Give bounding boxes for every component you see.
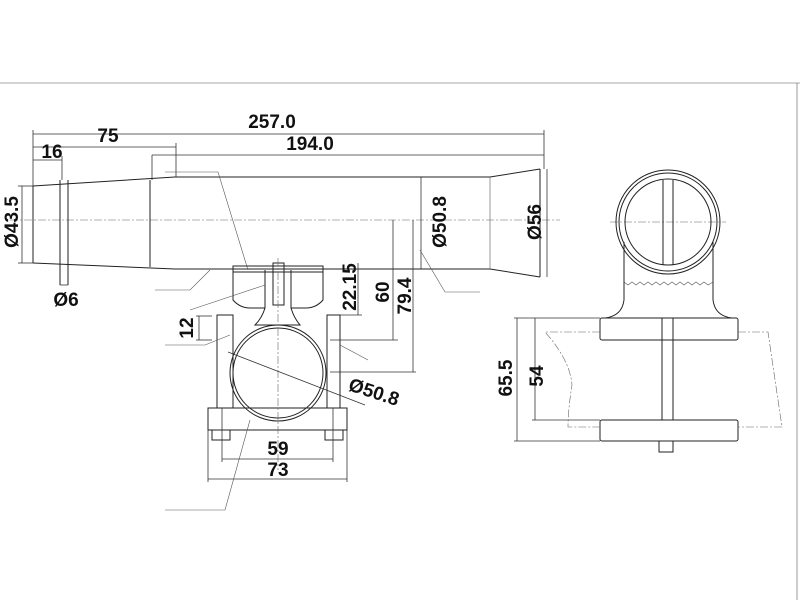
- dim-height-to-center: 79.4: [395, 277, 416, 314]
- dim-small-end-diameter: Ø43.5: [2, 196, 23, 248]
- dim-bolt-height: 22.15: [340, 263, 361, 311]
- dim-rail-diameter: Ø50.8: [346, 375, 402, 411]
- dim-tube-length: 194.0: [286, 134, 334, 155]
- dim-taper-length: 75: [97, 126, 119, 147]
- dim-outer-width: 73: [267, 460, 288, 481]
- dim-pin-diameter: Ø6: [53, 290, 78, 311]
- end-view: [514, 169, 783, 453]
- side-view-dimensions: [18, 130, 548, 293]
- clamp-front-view: [165, 220, 416, 511]
- side-view-tube: [10, 168, 560, 285]
- dim-clamp-outer-height: 65.5: [496, 359, 517, 396]
- dim-overall-length: 257.0: [248, 112, 296, 133]
- dim-inner-width: 59: [267, 439, 288, 460]
- dim-tube-diameter: Ø50.8: [430, 196, 451, 248]
- dim-flare-diameter: Ø56: [525, 204, 546, 240]
- dim-pin-offset: 16: [41, 142, 62, 163]
- dim-clamp-inner-height: 54: [527, 365, 548, 387]
- dim-height-to-rail: 60: [373, 281, 394, 302]
- dim-plate-thickness: 12: [177, 317, 198, 338]
